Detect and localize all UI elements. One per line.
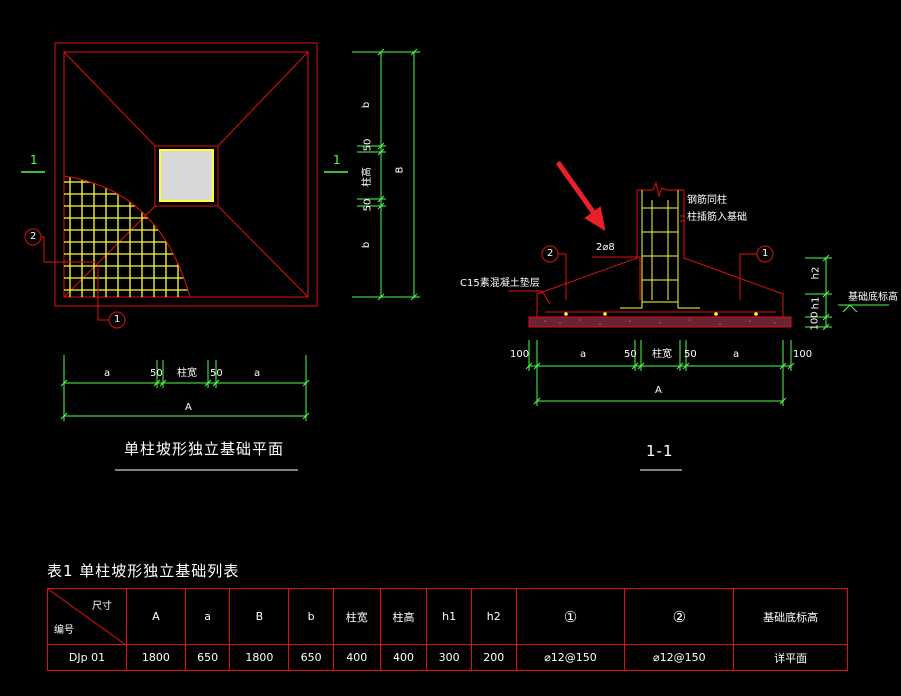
plan-view	[54, 42, 318, 307]
section-dim-50-right: 50	[684, 349, 697, 360]
table-cell: 详平面	[733, 644, 848, 671]
plan-dim-right	[352, 48, 420, 301]
plan-dim-50-top: 50	[362, 138, 374, 152]
plan-column	[159, 149, 214, 202]
table-cell: 1800	[126, 644, 186, 671]
table-header-B: B	[229, 588, 290, 645]
table-header-row: 尺寸 编号 A a B b 柱宽 柱高 h1 h2 ① ② 基础底标高	[47, 588, 848, 645]
plan-dim-50-left: 50	[150, 368, 163, 379]
table-header-A: A	[126, 588, 186, 645]
section-dim-100-left: 100	[510, 349, 530, 360]
section-cushion	[528, 316, 792, 328]
table-header-elevation: 基础底标高	[733, 588, 848, 645]
section-dim-right	[805, 254, 889, 331]
section-bubble-1: 1	[762, 248, 769, 259]
plan-bubble-1: 1	[114, 314, 121, 325]
plan-dim-50-right: 50	[210, 368, 223, 379]
plan-dim-bottom	[60, 355, 310, 421]
section-label-cushion: C15素混凝土垫层	[460, 278, 540, 289]
table-cell: 1800	[229, 644, 290, 671]
table-cell: ⌀12@150	[515, 644, 626, 671]
section-title: 1-1	[646, 442, 674, 460]
section-dim-h1: h1	[810, 296, 822, 310]
plan-dim-a-left: a	[104, 368, 111, 379]
table-cell: 400	[379, 644, 428, 671]
table-header-h2: h2	[470, 588, 517, 645]
plan-bubble-2: 2	[30, 231, 37, 242]
plan-dim-50-bottom: 50	[362, 198, 374, 212]
section-label-elevation: 基础底标高	[848, 292, 898, 303]
section-mark-right: 1	[333, 153, 341, 167]
table-header-col-width: 柱宽	[332, 588, 381, 645]
section-dim-h2: h2	[810, 266, 822, 280]
table-row: DJp 01 1800 650 1800 650 400 400 300 200…	[47, 644, 848, 671]
plan-dim-col-height: 柱高	[362, 167, 373, 187]
table-header-b: b	[288, 588, 334, 645]
section-dim-total: A	[655, 385, 662, 396]
table-cell: 650	[184, 644, 231, 671]
section-column-rebar	[620, 190, 700, 309]
table-cell: 650	[288, 644, 334, 671]
table-corner-cell: 尺寸 编号	[47, 588, 127, 645]
table-cell: ⌀12@150	[624, 644, 735, 671]
section-outline	[536, 181, 784, 317]
table-cell: 400	[332, 644, 381, 671]
table-header-col-height: 柱高	[379, 588, 428, 645]
section-label-anchor: 柱插筋入基础	[687, 212, 747, 223]
corner-diagonal	[48, 589, 126, 645]
table-header-a: a	[184, 588, 231, 645]
section-bubble-2: 2	[547, 248, 554, 259]
pointer-arrow	[556, 161, 606, 232]
section-label-rebar: 2⌀8	[596, 242, 615, 253]
table-header-h1: h1	[426, 588, 472, 645]
plan-title: 单柱坡形独立基础平面	[124, 440, 285, 458]
section-label-column: 钢筋同柱	[687, 195, 727, 206]
table-cell-id: DJp 01	[47, 644, 127, 671]
corner-top-label: 尺寸	[92, 601, 112, 612]
plan-dim-a-right: a	[254, 368, 261, 379]
table-cell: 300	[426, 644, 472, 671]
section-dim-col-width: 柱宽	[652, 349, 672, 360]
section-dim-a-right: a	[733, 349, 740, 360]
section-mark-left: 1	[30, 153, 38, 167]
table-header-rebar-2: ②	[624, 588, 735, 645]
table-caption: 表1 单柱坡形独立基础列表	[47, 562, 240, 580]
plan-dim-total: A	[185, 402, 192, 413]
corner-bottom-label: 编号	[54, 625, 74, 636]
table-cell: 200	[470, 644, 517, 671]
section-dim-100-right: 100	[793, 349, 813, 360]
table-header-rebar-1: ①	[515, 588, 626, 645]
section-dim-50-left: 50	[624, 349, 637, 360]
plan-dim-col-width: 柱宽	[177, 368, 197, 379]
section-dim-bottom	[525, 340, 795, 406]
section-dim-a-left: a	[580, 349, 587, 360]
section-dim-100: 100	[809, 311, 821, 331]
plan-dim-b-bottom: b	[361, 241, 373, 249]
plan-dim-total-right: B	[394, 166, 406, 174]
foundation-table: 尺寸 编号 A a B b 柱宽 柱高 h1 h2 ① ② 基础底标高 DJp …	[47, 588, 848, 671]
plan-dim-b-top: b	[361, 101, 373, 109]
